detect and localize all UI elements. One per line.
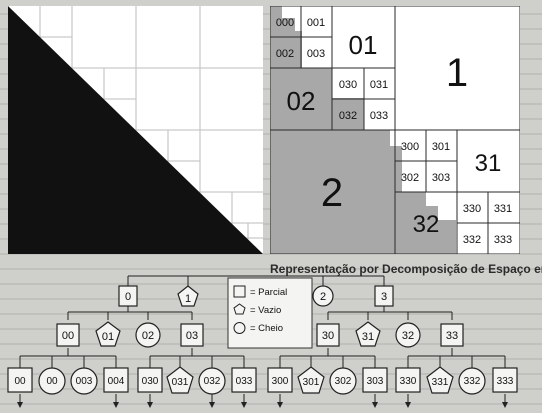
tree-node-031 bbox=[166, 366, 194, 394]
tree-node-1-label: 1 bbox=[185, 293, 191, 305]
tree-node-303-label: 303 bbox=[367, 376, 384, 387]
label-02: 02 bbox=[287, 86, 316, 116]
tree-node-300-label: 300 bbox=[272, 376, 289, 387]
tree-node-0-label: 0 bbox=[125, 291, 131, 303]
label-033: 033 bbox=[370, 110, 388, 122]
tree-node-32-label: 32 bbox=[402, 330, 414, 342]
label-303: 303 bbox=[432, 172, 450, 184]
legend: = Parcial = Vazio = Cheio bbox=[227, 277, 313, 349]
figure-caption: Representação por Decomposição de Espaço… bbox=[270, 262, 542, 276]
tree-node-31 bbox=[355, 321, 381, 347]
triangle-grid-figure bbox=[8, 6, 263, 254]
tree-node-331 bbox=[426, 366, 454, 394]
tree-node-333-label: 333 bbox=[497, 376, 514, 387]
legend-label-vazio: = Vazio bbox=[250, 305, 281, 316]
label-032: 032 bbox=[339, 110, 357, 122]
tree-node-01-label: 01 bbox=[102, 331, 114, 343]
tree-node-3 bbox=[374, 285, 394, 307]
quadtree-tree-diagram: 0 1 2 3 = Parcial = Vazio = Cheio 00 01 … bbox=[7, 275, 518, 408]
legend-pentagon-icon bbox=[233, 303, 246, 315]
tree-node-030 bbox=[137, 367, 163, 393]
tree-node-030-label: 030 bbox=[142, 376, 159, 387]
tree-node-03-label: 03 bbox=[186, 330, 198, 342]
label-331: 331 bbox=[494, 203, 512, 215]
tree-node-30 bbox=[316, 323, 340, 347]
tree-node-000-label: 00 bbox=[14, 376, 26, 387]
label-332: 332 bbox=[463, 234, 481, 246]
tree-node-032 bbox=[198, 367, 226, 395]
label-000: 000 bbox=[276, 17, 294, 29]
label-302: 302 bbox=[401, 172, 419, 184]
tree-node-032-label: 032 bbox=[204, 376, 221, 387]
tree-node-33-label: 33 bbox=[446, 330, 458, 342]
tree-node-331-label: 331 bbox=[432, 377, 449, 388]
label-300: 300 bbox=[401, 141, 419, 153]
label-030: 030 bbox=[339, 79, 357, 91]
legend-square-icon bbox=[233, 285, 246, 298]
label-1: 1 bbox=[446, 51, 468, 95]
label-32: 32 bbox=[413, 211, 440, 238]
tree-node-01 bbox=[95, 321, 121, 347]
tree-node-301 bbox=[297, 366, 325, 394]
tree-node-333 bbox=[492, 367, 518, 393]
tree-node-002 bbox=[70, 367, 98, 395]
tree-node-033 bbox=[231, 367, 257, 393]
label-003: 003 bbox=[307, 48, 325, 60]
tree-node-1 bbox=[177, 285, 199, 307]
tree-node-0 bbox=[118, 285, 138, 307]
label-031: 031 bbox=[370, 79, 388, 91]
tree-node-33 bbox=[440, 323, 464, 347]
tree-node-00-label: 00 bbox=[62, 330, 74, 342]
tree-node-332-label: 332 bbox=[464, 376, 481, 387]
label-002: 002 bbox=[276, 48, 294, 60]
tree-node-300 bbox=[267, 367, 293, 393]
tree-node-001 bbox=[38, 367, 66, 395]
legend-label-parcial: = Parcial bbox=[250, 287, 287, 298]
tree-node-31-label: 31 bbox=[362, 331, 374, 343]
tree-node-02 bbox=[135, 322, 161, 348]
tree-node-302-label: 302 bbox=[335, 376, 352, 387]
tree-node-301-label: 301 bbox=[303, 377, 320, 388]
tree-node-2-label: 2 bbox=[320, 291, 326, 303]
tree-node-330-label: 330 bbox=[400, 376, 417, 387]
tree-node-332 bbox=[458, 367, 486, 395]
tree-node-002-label: 003 bbox=[76, 376, 93, 387]
tree-node-330 bbox=[395, 367, 421, 393]
tree-node-32 bbox=[395, 322, 421, 348]
tree-node-004-label: 004 bbox=[108, 376, 125, 387]
quadtree-decomposition-figure: 000 001 002 003 030 031 032 033 300 301 … bbox=[270, 6, 520, 254]
tree-node-30-label: 30 bbox=[322, 330, 334, 342]
tree-node-033-label: 033 bbox=[236, 376, 253, 387]
label-330: 330 bbox=[463, 203, 481, 215]
label-301: 301 bbox=[432, 141, 450, 153]
tree-node-3-label: 3 bbox=[381, 291, 387, 303]
legend-label-cheio: = Cheio bbox=[250, 323, 283, 334]
label-01: 01 bbox=[349, 30, 378, 60]
tree-node-02-label: 02 bbox=[142, 330, 154, 342]
tree-node-302 bbox=[329, 367, 357, 395]
tree-node-004 bbox=[103, 367, 129, 393]
tree-node-00 bbox=[56, 323, 80, 347]
tree-node-031-label: 031 bbox=[172, 377, 189, 388]
legend-circle-icon bbox=[233, 322, 246, 334]
label-31: 31 bbox=[475, 150, 502, 177]
tree-node-000 bbox=[7, 367, 33, 393]
black-triangle bbox=[8, 6, 263, 254]
label-333: 333 bbox=[494, 234, 512, 246]
label-001: 001 bbox=[307, 17, 325, 29]
tree-node-03 bbox=[180, 323, 204, 347]
tree-node-2 bbox=[312, 285, 334, 307]
tree-node-001-label: 00 bbox=[46, 376, 58, 387]
tree-node-303 bbox=[362, 367, 388, 393]
label-2: 2 bbox=[321, 171, 343, 215]
